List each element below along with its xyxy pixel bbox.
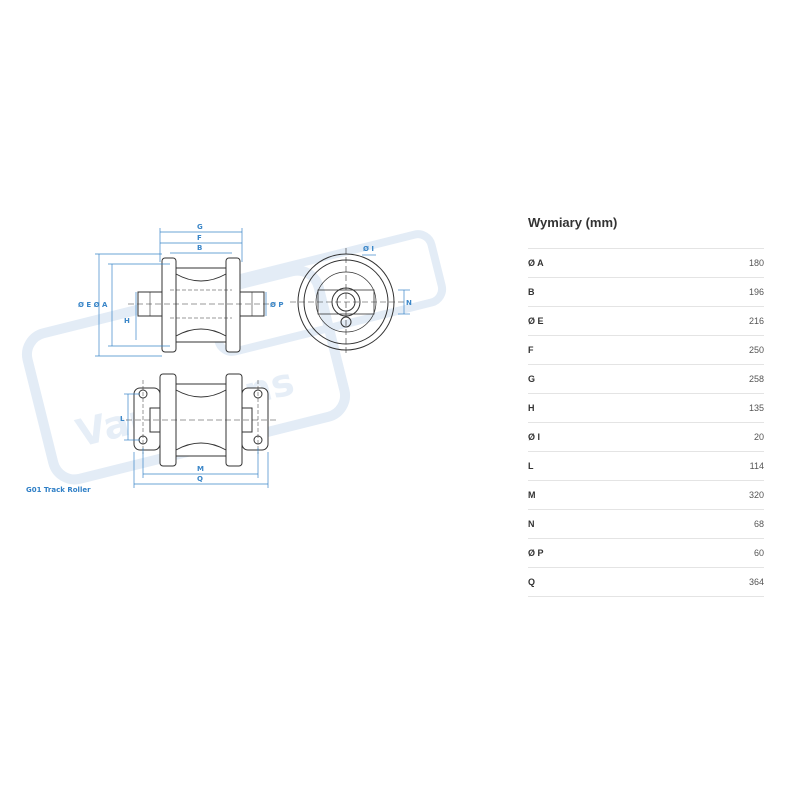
dimension-value: 258 bbox=[748, 374, 764, 384]
dim-label-ea: Ø E Ø A bbox=[78, 301, 108, 309]
dimension-lines-side bbox=[95, 228, 267, 357]
dim-label-q: Q bbox=[197, 475, 203, 483]
roller-side-view bbox=[128, 257, 274, 353]
dimension-name: F bbox=[528, 345, 534, 355]
dimension-row: M 320 bbox=[528, 481, 764, 510]
dimension-lines-top bbox=[124, 393, 269, 488]
dimension-name: M bbox=[528, 490, 536, 500]
dimension-name: G bbox=[528, 374, 536, 384]
dim-label-m: M bbox=[197, 465, 204, 473]
dim-label-h: H bbox=[124, 317, 130, 325]
dimension-value: 250 bbox=[748, 345, 764, 355]
drawing-caption: G01 Track Roller bbox=[26, 486, 91, 494]
dimension-value: 60 bbox=[753, 548, 764, 558]
dimension-name: Q bbox=[528, 577, 536, 587]
dimension-row: Ø E 216 bbox=[528, 307, 764, 336]
roller-top-view bbox=[126, 373, 276, 467]
dimension-name: B bbox=[528, 287, 535, 297]
dimension-row: L 114 bbox=[528, 452, 764, 481]
dimension-row: N 68 bbox=[528, 510, 764, 539]
dimension-row: H 135 bbox=[528, 394, 764, 423]
dimension-value: 320 bbox=[748, 490, 764, 500]
dimension-value: 135 bbox=[748, 403, 764, 413]
dimension-row: F 250 bbox=[528, 336, 764, 365]
dim-label-l: L bbox=[120, 415, 125, 423]
dim-label-n: N bbox=[406, 299, 412, 307]
dim-label-b: B bbox=[197, 244, 202, 252]
dimension-row: Ø I 20 bbox=[528, 423, 764, 452]
dimension-row: G 258 bbox=[528, 365, 764, 394]
dimensions-title: Wymiary (mm) bbox=[528, 215, 618, 230]
dim-label-p: Ø P bbox=[270, 301, 284, 309]
roller-front-view bbox=[290, 248, 404, 356]
dimension-value: 196 bbox=[748, 287, 764, 297]
dimension-name: Ø A bbox=[528, 258, 544, 268]
dim-label-g: G bbox=[197, 223, 203, 231]
dimension-name: Ø I bbox=[528, 432, 541, 442]
dimension-value: 68 bbox=[753, 519, 764, 529]
dimension-name: L bbox=[528, 461, 534, 471]
dimension-value: 216 bbox=[748, 316, 764, 326]
dimension-name: Ø P bbox=[528, 548, 544, 558]
dimension-value: 114 bbox=[749, 461, 764, 471]
dimension-name: N bbox=[528, 519, 535, 529]
dimension-value: 20 bbox=[753, 432, 764, 442]
dimension-row: Ø A 180 bbox=[528, 248, 764, 278]
dimension-name: H bbox=[528, 403, 535, 413]
dimension-name: Ø E bbox=[528, 316, 544, 326]
dimension-row: B 196 bbox=[528, 278, 764, 307]
dim-label-i: Ø I bbox=[363, 245, 374, 253]
technical-drawing: Variatrans G F B Ø E Ø A bbox=[21, 223, 447, 488]
dimension-row: Q 364 bbox=[528, 568, 764, 597]
dim-label-f: F bbox=[197, 234, 202, 242]
dimension-value: 364 bbox=[748, 577, 764, 587]
dimension-lines-front bbox=[362, 254, 410, 315]
dimension-value: 180 bbox=[748, 258, 764, 268]
dimension-row: Ø P 60 bbox=[528, 539, 764, 568]
